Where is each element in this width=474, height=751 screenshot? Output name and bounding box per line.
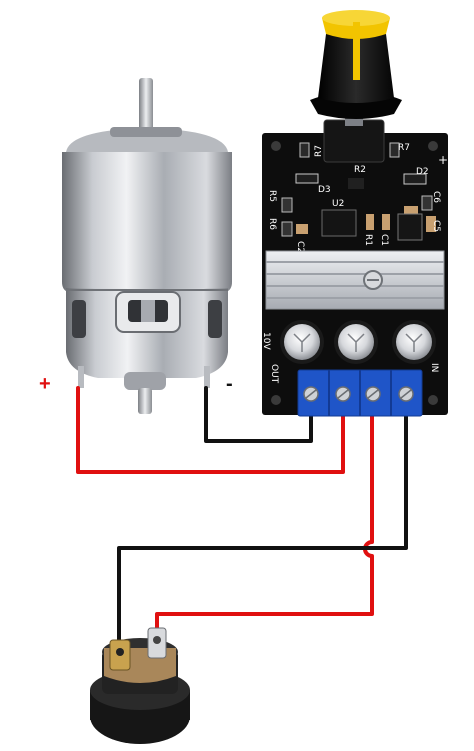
label-r7-right: R7 (398, 143, 410, 153)
terminal-block (297, 369, 423, 417)
label-board-plus: + (438, 153, 448, 167)
label-c2: C2 (295, 241, 305, 253)
potentiometer-body (323, 119, 385, 163)
label-c5: C5 (431, 220, 441, 232)
smd-components (281, 142, 436, 241)
label-out: OUT (269, 364, 279, 384)
label-r7-left: R7 (314, 145, 324, 157)
wire-supply-negative (117, 398, 408, 662)
motor-terminal-minus (204, 366, 210, 388)
wire-supply-positive (155, 398, 374, 634)
knob-indicator (353, 22, 360, 80)
label-r5: R5 (267, 190, 277, 202)
motor-vent (72, 300, 86, 338)
motor-minus-label: - (226, 373, 233, 395)
terminal-screws (303, 386, 414, 402)
motor-vent (208, 300, 222, 338)
motor-top-cap (66, 128, 228, 152)
motor-terminal-plus (78, 366, 84, 388)
label-u2: U2 (332, 199, 344, 209)
capacitors (280, 320, 436, 364)
wire-motor-positive (76, 386, 345, 474)
label-c1: C1 (379, 234, 389, 246)
label-r6: R6 (267, 218, 277, 230)
pwm-speed-controller: R7 R7 D3 R2 D2 R5 U2 C6 R6 C2 R1 C1 C5 +… (261, 10, 448, 417)
label-r2: R2 (354, 165, 366, 175)
wire-motor-negative (204, 386, 313, 443)
motor-shaft-bottom (138, 388, 152, 414)
label-in: IN (429, 363, 439, 372)
dc-motor (62, 78, 232, 414)
label-d2: D2 (416, 167, 429, 177)
label-r1: R1 (363, 234, 373, 246)
regulator-u1 (397, 213, 423, 241)
silkscreen-labels: R7 R7 D3 R2 D2 R5 U2 C6 R6 C2 R1 C1 C5 +… (261, 143, 448, 384)
motor-can (62, 152, 232, 292)
label-c6: C6 (431, 191, 441, 203)
wires (76, 386, 408, 662)
label-voltage-rating: 10V (261, 332, 271, 350)
ic-u2 (321, 209, 357, 237)
motor-plus-label: + (39, 373, 51, 395)
dc-barrel-jack (90, 627, 190, 744)
heatsink (265, 250, 445, 310)
label-d3: D3 (318, 185, 331, 195)
speed-knob[interactable] (310, 10, 402, 119)
motor-shaft-top (139, 78, 153, 136)
